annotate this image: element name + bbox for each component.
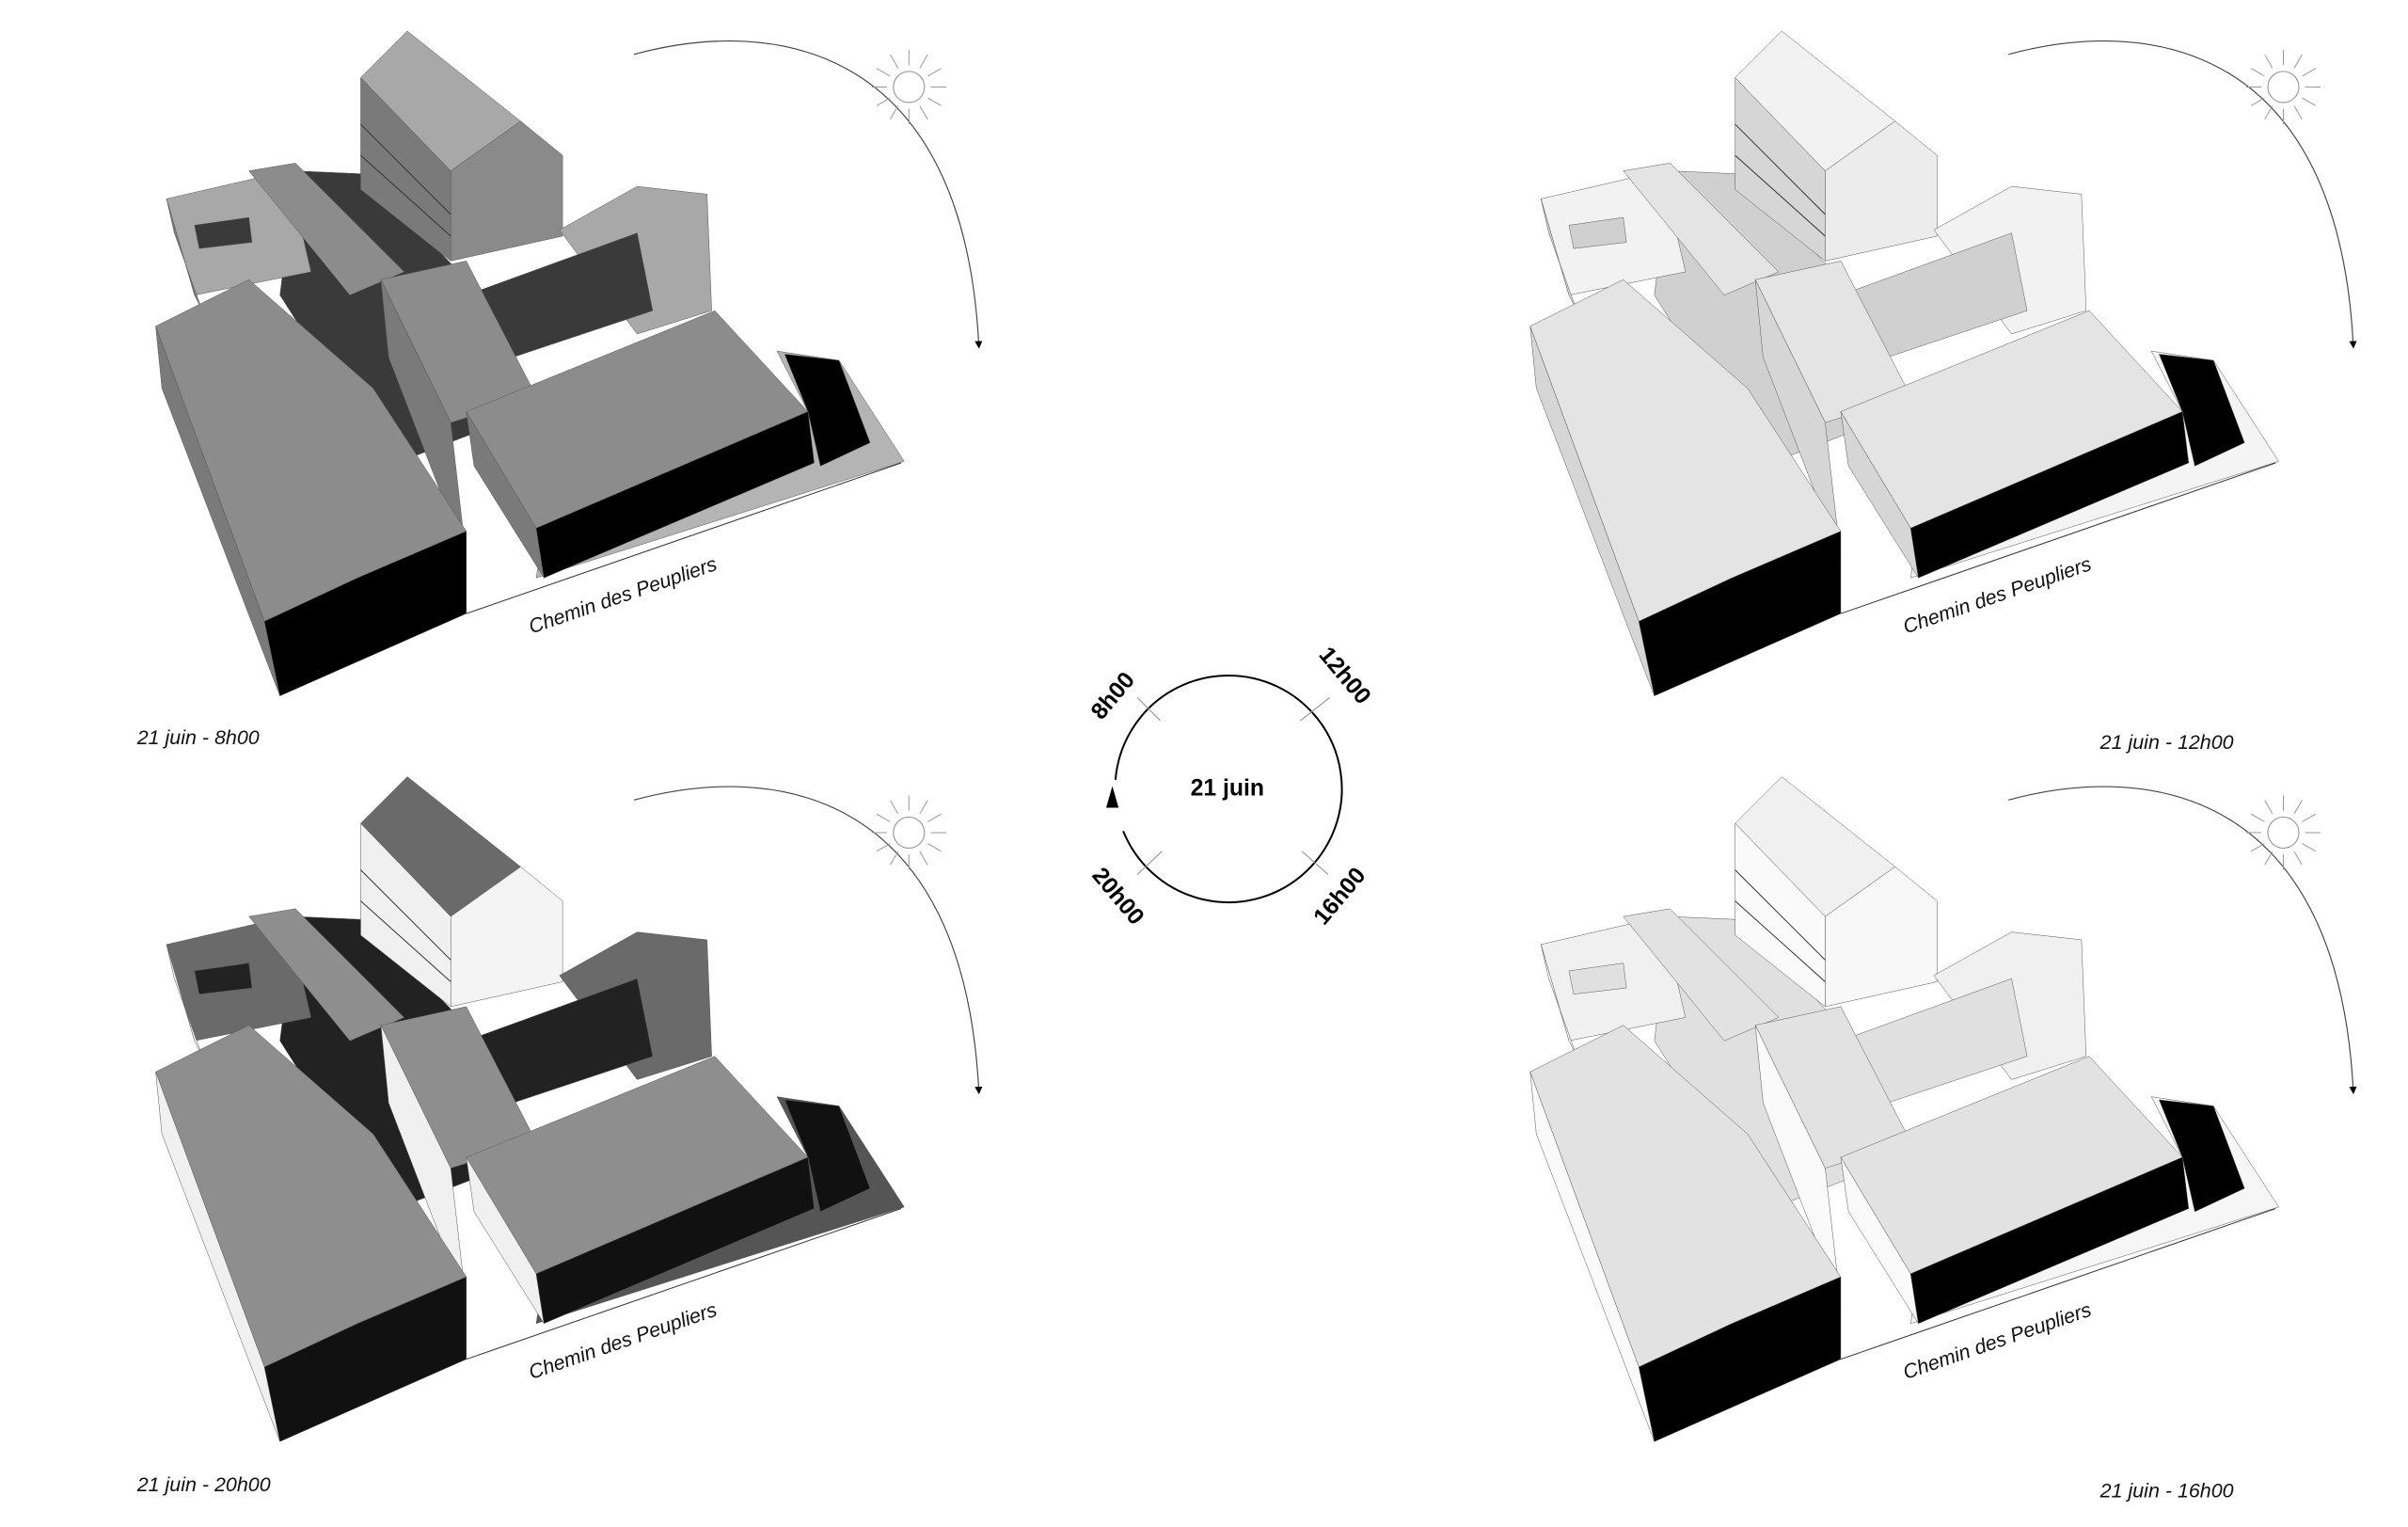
rear-wing-window bbox=[1568, 216, 1627, 249]
label-12h00: 12h00 bbox=[1313, 643, 1375, 709]
right-block-front bbox=[535, 411, 815, 579]
tower-floor-line-2 bbox=[360, 154, 452, 237]
side-block-roof bbox=[248, 163, 405, 296]
ground-slab-shadow bbox=[784, 354, 871, 467]
sun-icon bbox=[2245, 795, 2321, 870]
tower-floor-line-1 bbox=[360, 123, 452, 215]
street-edge bbox=[1840, 462, 2276, 614]
tower-floor-line-2 bbox=[1735, 900, 1826, 982]
label-8h00: 8h00 bbox=[1086, 668, 1140, 725]
main-left-front bbox=[1639, 1276, 1842, 1442]
right-block-front bbox=[535, 1156, 815, 1325]
panel-20h00: Chemin des Peupliers bbox=[155, 776, 983, 1442]
tower-floor-line-1 bbox=[1735, 123, 1826, 215]
sun-path-arrow bbox=[633, 40, 983, 349]
day-cycle-circle bbox=[1114, 675, 1343, 903]
panel-16h00: Chemin des Peupliers bbox=[1529, 776, 2357, 1442]
ground-slab-shadow bbox=[2159, 354, 2245, 467]
side-block-roof bbox=[1623, 163, 1780, 296]
rear-wing-window bbox=[1568, 962, 1627, 994]
tower-front-face bbox=[450, 866, 563, 1008]
tick-8h00 bbox=[1136, 696, 1162, 722]
caption-16h00: 21 juin - 16h00 bbox=[2099, 1480, 2234, 1503]
tower-front-face bbox=[1825, 866, 1938, 1008]
sun-path-arrow bbox=[633, 786, 983, 1095]
sun-icon bbox=[871, 49, 946, 125]
day-cycle-arrow-icon bbox=[1105, 786, 1119, 808]
center-date: 21 juin bbox=[1191, 775, 1264, 801]
street-edge bbox=[466, 462, 902, 614]
tick-12h00 bbox=[1300, 696, 1331, 722]
panel-12h00: Chemin des Peupliers bbox=[1529, 30, 2357, 697]
caption-8h00: 21 juin - 8h00 bbox=[136, 726, 260, 749]
street-edge bbox=[1840, 1208, 2276, 1360]
tower-floor-line-1 bbox=[360, 869, 452, 961]
tower-floor-line-2 bbox=[360, 900, 452, 982]
tick-16h00 bbox=[1301, 851, 1329, 875]
ground-slab-shadow bbox=[784, 1099, 871, 1213]
side-block-roof bbox=[1623, 908, 1780, 1042]
main-left-front bbox=[263, 1276, 467, 1442]
street-edge bbox=[466, 1208, 902, 1360]
label-16h00: 16h00 bbox=[1309, 863, 1371, 930]
right-block-front bbox=[1909, 1156, 2190, 1325]
sun-path-arrow bbox=[2008, 786, 2357, 1095]
tower-floor-line-1 bbox=[1735, 869, 1826, 961]
tick-20h00 bbox=[1136, 851, 1163, 875]
ground-slab-shadow bbox=[2159, 1099, 2245, 1213]
tower-floor-line-2 bbox=[1735, 154, 1826, 237]
sun-icon bbox=[871, 795, 946, 870]
main-left-front bbox=[1639, 531, 1842, 697]
day-cycle-diagram: 21 juin 8h00 12h00 16h00 20h00 bbox=[1086, 643, 1375, 931]
tower-front-face bbox=[450, 120, 563, 262]
caption-20h00: 21 juin - 20h00 bbox=[136, 1473, 271, 1496]
rear-wing-window bbox=[194, 962, 253, 994]
tower-front-face bbox=[1825, 120, 1938, 262]
sun-icon bbox=[2245, 49, 2321, 125]
panel-8h00: Chemin des Peupliers bbox=[155, 30, 983, 697]
sun-path-arrow bbox=[2008, 40, 2357, 349]
main-left-front bbox=[263, 531, 467, 697]
rear-wing-window bbox=[194, 216, 253, 249]
caption-12h00: 21 juin - 12h00 bbox=[2099, 731, 2234, 754]
side-block-roof bbox=[248, 908, 405, 1042]
right-block-front bbox=[1909, 411, 2190, 579]
